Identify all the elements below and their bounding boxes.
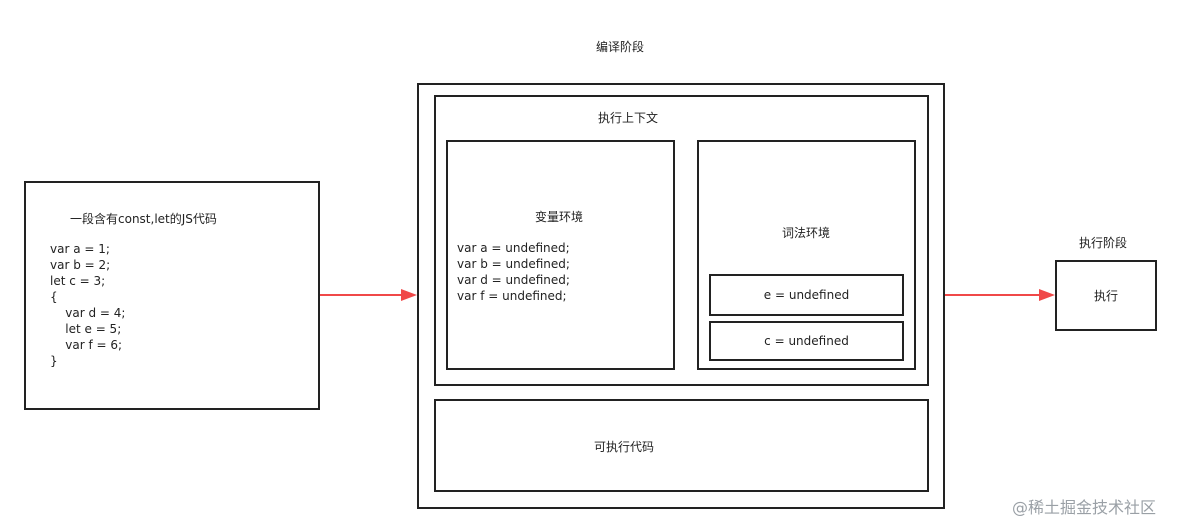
variable-line: var a = undefined; [457, 241, 570, 255]
execution-phase-title: 执行阶段 [1079, 236, 1128, 250]
lexical-entry-e: e = undefined [709, 274, 904, 316]
source-code-lines: var a = 1; var b = 2; let c = 3; { var d = … [50, 241, 125, 369]
code-line: let e = 5; [50, 322, 122, 336]
code-line: var b = 2; [50, 258, 111, 272]
variable-line: var d = undefined; [457, 273, 570, 287]
source-code-title: 一段含有const,let的JS代码 [70, 212, 217, 226]
code-line: { [50, 290, 58, 304]
lexical-entry-c-text: c = undefined [764, 334, 849, 348]
execution-box: 执行 [1055, 260, 1157, 331]
code-line: let c = 3; [50, 274, 106, 288]
variable-line: var f = undefined; [457, 289, 567, 303]
lexical-entry-c: c = undefined [709, 321, 904, 361]
arrow-source-to-compile [320, 289, 417, 301]
compile-phase-title: 编译阶段 [596, 40, 645, 54]
arrow-compile-to-execution [945, 289, 1055, 301]
code-line: var f = 6; [50, 338, 123, 352]
watermark-text: @稀土掘金技术社区 [1012, 498, 1157, 517]
variable-environment-box [446, 140, 675, 370]
code-line: var a = 1; [50, 242, 110, 256]
variable-environment-title: 变量环境 [535, 210, 584, 224]
lexical-entry-e-text: e = undefined [763, 288, 850, 302]
variable-environment-lines: var a = undefined; var b = undefined; var … [457, 240, 570, 304]
code-line: var d = 4; [50, 306, 126, 320]
executable-code-box [434, 399, 929, 492]
source-code-box [24, 181, 320, 410]
variable-line: var b = undefined; [457, 257, 570, 271]
lexical-environment-title: 词法环境 [782, 226, 831, 240]
execution-box-label: 执行 [1093, 289, 1118, 303]
execution-context-title: 执行上下文 [598, 111, 659, 125]
executable-code-title: 可执行代码 [594, 440, 655, 454]
code-line: } [50, 354, 58, 368]
